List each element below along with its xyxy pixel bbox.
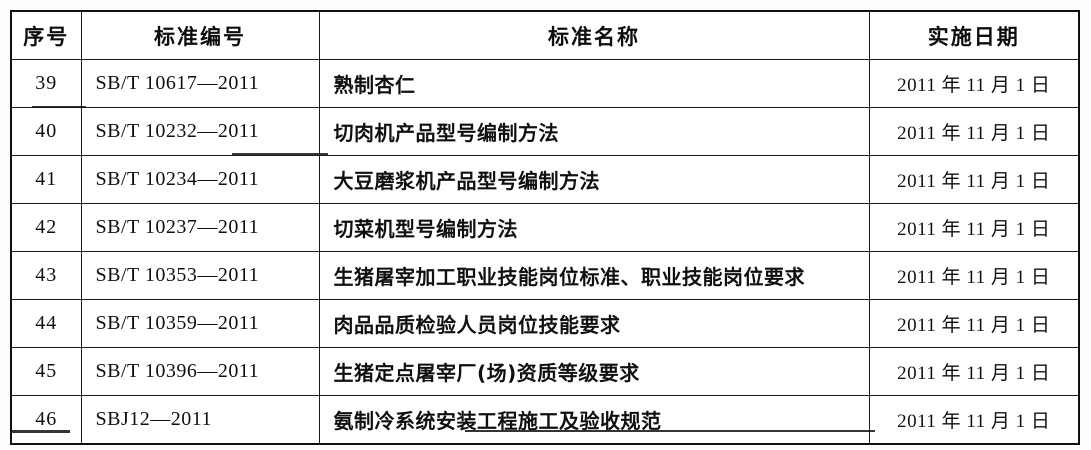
cell-standard-code: SB/T 10359—2011 <box>80 299 320 348</box>
cell-seq: 42 <box>10 203 82 252</box>
cell-effective-date: 2011 年 11 月 1 日 <box>868 395 1080 445</box>
cell-standard-code: SB/T 10234—2011 <box>80 155 320 204</box>
cell-seq: 43 <box>10 251 82 300</box>
cell-effective-date: 2011 年 11 月 1 日 <box>868 203 1080 252</box>
cell-standard-name: 氨制冷系统安装工程施工及验收规范 <box>318 395 870 445</box>
cell-effective-date: 2011 年 11 月 1 日 <box>868 155 1080 204</box>
cell-standard-code: SB/T 10396—2011 <box>80 347 320 396</box>
cell-effective-date: 2011 年 11 月 1 日 <box>868 347 1080 396</box>
table-header: 序号 标准编号 标准名称 实施日期 <box>10 10 1080 60</box>
column-header-seq: 序号 <box>10 10 82 60</box>
cell-seq: 46 <box>10 395 82 445</box>
cell-standard-code: SB/T 10237—2011 <box>80 203 320 252</box>
cell-effective-date: 2011 年 11 月 1 日 <box>868 251 1080 300</box>
cell-seq: 41 <box>10 155 82 204</box>
cell-standard-name: 熟制杏仁 <box>318 59 870 108</box>
table-header-row: 序号 标准编号 标准名称 实施日期 <box>10 10 1080 60</box>
cell-seq: 39 <box>10 59 82 108</box>
column-header-code: 标准编号 <box>80 10 320 60</box>
cell-standard-name: 切肉机产品型号编制方法 <box>318 107 870 156</box>
cell-standard-code: SBJ12—2011 <box>80 395 320 445</box>
cell-effective-date: 2011 年 11 月 1 日 <box>868 107 1080 156</box>
cell-seq: 44 <box>10 299 82 348</box>
cell-standard-code: SB/T 10353—2011 <box>80 251 320 300</box>
cell-seq: 40 <box>10 107 82 156</box>
cell-standard-name: 生猪定点屠宰厂(场)资质等级要求 <box>318 347 870 396</box>
cell-standard-code: SB/T 10232—2011 <box>80 107 320 156</box>
cell-effective-date: 2011 年 11 月 1 日 <box>868 299 1080 348</box>
cell-seq: 45 <box>10 347 82 396</box>
cell-standard-name: 生猪屠宰加工职业技能岗位标准、职业技能岗位要求 <box>318 251 870 300</box>
cell-standard-name: 切菜机型号编制方法 <box>318 203 870 252</box>
column-header-name: 标准名称 <box>318 10 870 60</box>
cell-standard-name: 大豆磨浆机产品型号编制方法 <box>318 155 870 204</box>
cell-standard-name: 肉品品质检验人员岗位技能要求 <box>318 299 870 348</box>
column-header-date: 实施日期 <box>868 10 1080 60</box>
cell-effective-date: 2011 年 11 月 1 日 <box>868 59 1080 108</box>
cell-standard-code: SB/T 10617—2011 <box>80 59 320 108</box>
